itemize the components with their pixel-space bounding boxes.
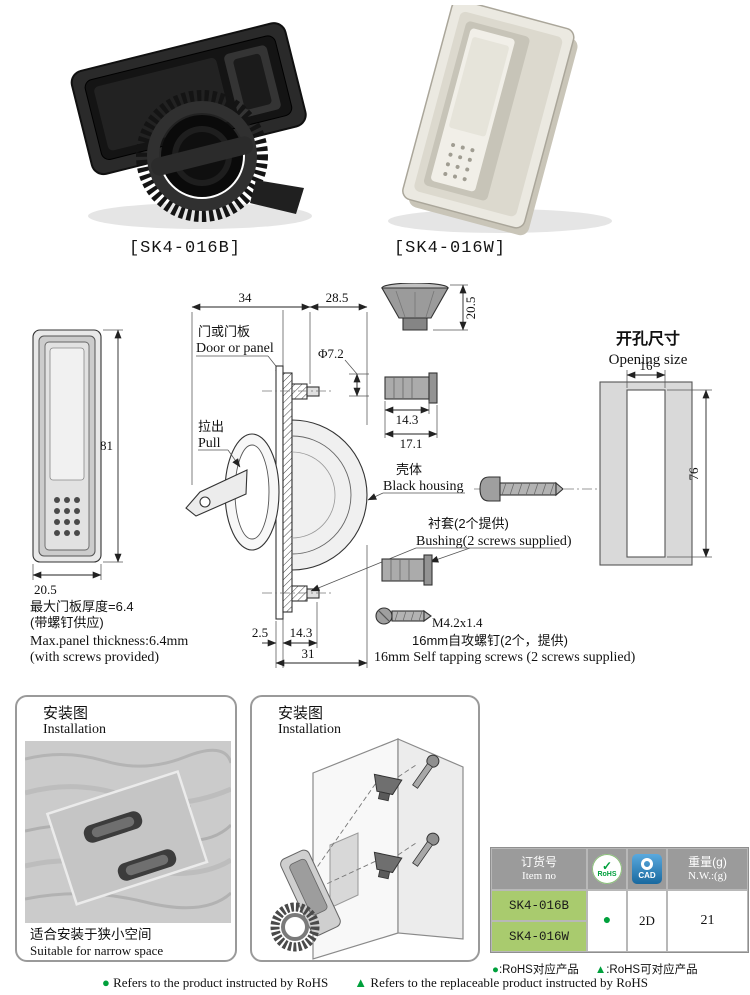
- footer-tri-text: Refers to the replaceable product instru…: [370, 975, 649, 990]
- legend-tri-text: :RoHS可对应产品: [606, 964, 698, 976]
- dim-front-width: 20.5: [34, 582, 57, 597]
- table-cell-item-sk4-016b: SK4-016B: [491, 890, 587, 921]
- legend-dot-symbol: ●: [492, 964, 499, 976]
- dim-opening-height: 76: [686, 467, 701, 481]
- flush-panel: [45, 769, 209, 906]
- footer-tri-symbol: ▲: [354, 975, 368, 990]
- rohs-icon-text: RoHS: [597, 870, 617, 878]
- dim-hole-label: Φ7.2: [318, 346, 344, 361]
- exploded-screw-2: [412, 832, 440, 867]
- front-view: 81 20.5 最大门板厚度=6.4 (带螺钉供应) Max.panel thi…: [30, 329, 188, 665]
- exploded-bushing-2: [373, 851, 403, 880]
- dim-lip: 2.5: [252, 625, 268, 640]
- opening-size-view: 开孔尺寸 Opening size 16 76: [599, 329, 712, 566]
- table-cell-weight-value: 21: [667, 890, 748, 952]
- bushing-label-en: Bushing(2 screws supplied): [416, 534, 572, 549]
- exploded-bushing-1: [373, 773, 403, 802]
- white-latch-image: [388, 0, 612, 236]
- legend-tri-symbol: ▲: [594, 964, 607, 976]
- opening-title-en: Opening size: [609, 352, 688, 368]
- product-photo-sk4-016w: [340, 0, 650, 238]
- installation-right-title-cn: 安装图: [278, 705, 324, 722]
- installation-left-caption-en: Suitable for narrow space: [30, 943, 164, 959]
- col-header-item-no: 订货号 Item no: [491, 848, 587, 890]
- screw-label-cn: 16mm自攻螺钉(2个，提供): [412, 633, 568, 648]
- exploded-screw-1: [412, 754, 440, 789]
- pull-label-en: Pull: [198, 436, 221, 451]
- dim-mid: 14.3: [290, 625, 313, 640]
- col-header-weight: 重量(g) N.W.:(g): [667, 848, 748, 890]
- cad-icon-text: CAD: [638, 871, 656, 880]
- page-footer: ● Refers to the product instructed by Ro…: [0, 975, 750, 991]
- opening-title-cn: 开孔尺寸: [616, 329, 680, 348]
- footer-dot: ●: [101, 975, 110, 990]
- installation-wood-photo: [25, 741, 231, 923]
- table-cell-item-sk4-016w: SK4-016W: [491, 921, 587, 952]
- hardware-parts: 20.5 14.3 17.1: [374, 283, 636, 665]
- screw-small: [375, 607, 432, 625]
- table-cell-cad-value: 2D: [627, 890, 667, 952]
- screw-label-en: 16mm Self tapping screws (2 screws suppl…: [374, 650, 636, 665]
- dim-front-height: 81: [100, 438, 113, 453]
- check-icon: ✓: [601, 858, 613, 873]
- header-weight-en: N.W.:(g): [688, 870, 727, 883]
- dim-bushing-len: 14.3: [396, 412, 419, 427]
- housing-label-en: Black housing: [383, 479, 464, 494]
- product-photo-sk4-016b: [50, 10, 340, 238]
- dim-bushing-total: 17.1: [400, 436, 423, 451]
- panel-note-cn2: (带螺钉供应): [30, 615, 104, 630]
- dim-depth-total: 34: [239, 290, 253, 305]
- screw-spec-label: M4.2x1.4: [432, 615, 483, 630]
- rohs-icon: ✓ RoHS: [592, 854, 622, 884]
- white-latch-body: [402, 0, 578, 236]
- legend-dot-text: :RoHS对应产品: [498, 964, 579, 976]
- panel-note-cn1: 最大门板厚度=6.4: [30, 599, 134, 614]
- cad-icon: CAD: [632, 854, 662, 884]
- header-weight-cn: 重量(g): [688, 854, 727, 869]
- bushing-label-cn: 衬套(2个提供): [428, 516, 509, 531]
- dim-opening-width: 16: [640, 358, 654, 373]
- panel-note-en1: Max.panel thickness:6.4mm: [30, 634, 188, 649]
- flush-pull-2: [117, 849, 177, 881]
- order-table: 订货号 Item no ✓ RoHS CAD 重量(g) N.W.:(g) SK…: [490, 847, 749, 953]
- installation-left-title-en: Installation: [43, 722, 106, 738]
- footer-dot-text: Refers to the product instructed by RoHS: [113, 975, 329, 990]
- pull-label-cn: 拉出: [198, 419, 224, 434]
- panel-note-en2: (with screws provided): [30, 650, 159, 665]
- cone-bushing-view: 20.5: [381, 283, 478, 331]
- screw-large: [474, 476, 597, 502]
- col-header-cad: CAD: [627, 848, 667, 890]
- col-header-rohs: ✓ RoHS: [587, 848, 627, 890]
- table-cell-rohs-status: ●: [587, 890, 627, 952]
- dim-depth-front: 28.5: [326, 290, 349, 305]
- dim-cone-height: 20.5: [463, 297, 478, 320]
- door-label-cn: 门或门板: [198, 324, 250, 339]
- installation-right-title-en: Installation: [278, 722, 341, 738]
- installation-left-caption-cn: 适合安装于狭小空间: [30, 927, 152, 942]
- flush-pull-1: [83, 811, 143, 843]
- black-latch-image: [70, 22, 312, 229]
- black-latch-cam: [250, 180, 304, 214]
- dim-total: 31: [302, 646, 315, 661]
- product-label-sk4-016b: [SK4-016B]: [128, 239, 242, 258]
- installation-panel-right: 安装图 Installation: [250, 695, 480, 962]
- installation-left-title-cn: 安装图: [43, 705, 89, 722]
- door-label-en: Door or panel: [196, 341, 274, 356]
- product-label-sk4-016w: [SK4-016W]: [393, 239, 507, 258]
- disc-icon: [641, 858, 653, 870]
- housing-label-cn: 壳体: [396, 462, 422, 477]
- technical-drawing: 81 20.5 最大门板厚度=6.4 (带螺钉供应) Max.panel thi…: [30, 283, 712, 668]
- rohs-legend: ●:RoHS对应产品 ▲:RoHS可对应产品: [492, 961, 750, 977]
- white-latch-grip-dots: [443, 143, 475, 182]
- bushing-side-view: 14.3 17.1: [384, 372, 438, 451]
- exploded-view: [270, 738, 464, 960]
- bushing-side-view-2: [381, 554, 433, 586]
- exploded-latch: [270, 849, 341, 952]
- black-latch-knurled-ring: [136, 90, 268, 222]
- installation-panel-left: 安装图 Installation: [15, 695, 237, 962]
- front-view-grip-dots: [54, 497, 80, 536]
- header-item-cn: 订货号: [520, 854, 557, 869]
- section-view: 34 28.5 门或门板 Door or panel Φ7.2: [185, 290, 572, 668]
- header-item-en: Item no: [522, 870, 556, 883]
